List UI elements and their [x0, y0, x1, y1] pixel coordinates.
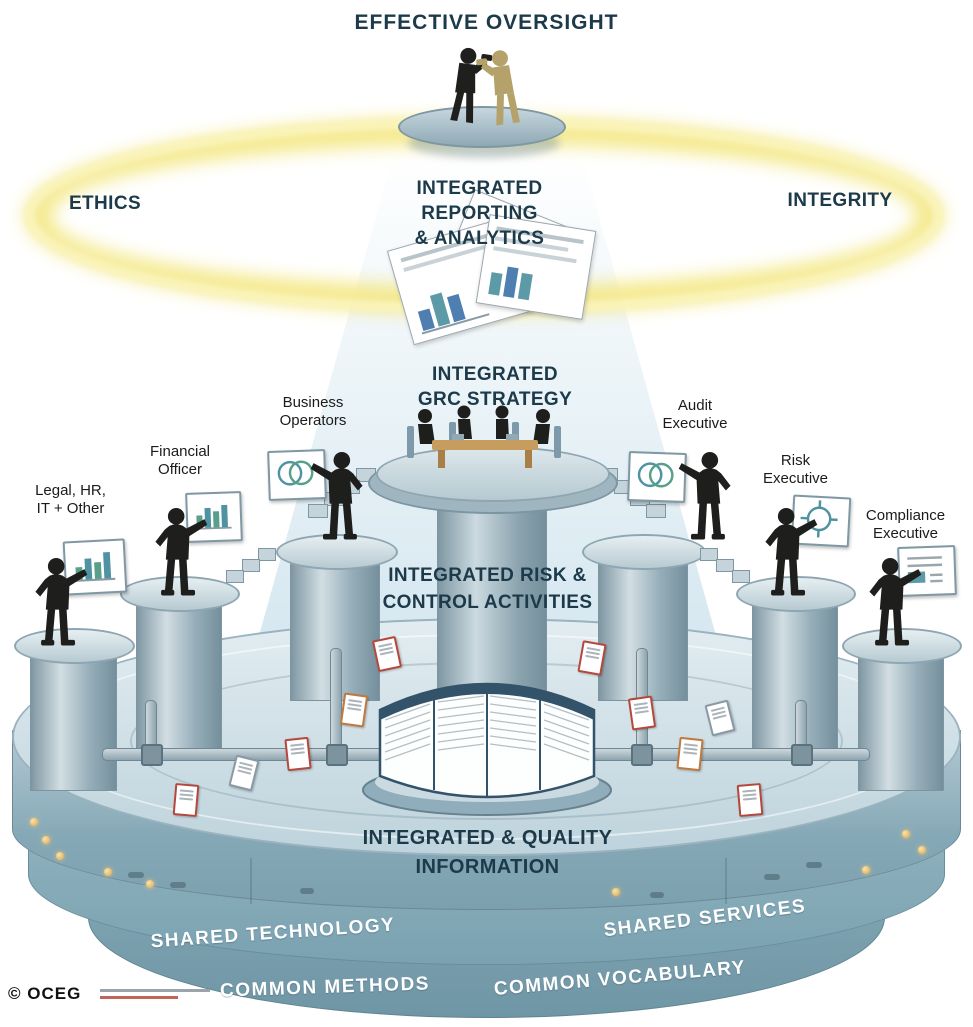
- role-label-line: Legal, HR,: [35, 482, 106, 499]
- role-label-line: Compliance: [865, 507, 946, 524]
- reporting-analytics-label: INTEGRATED REPORTING & ANALYTICS: [337, 176, 622, 251]
- led-indicator-icon: [56, 852, 64, 860]
- vent-slot: [764, 874, 780, 880]
- document-icon: [676, 736, 704, 772]
- role-label-line: Executive: [762, 470, 829, 488]
- oversight-figures-icon: [450, 47, 521, 126]
- role-label-line: Financial: [149, 443, 211, 460]
- pipe-junction: [791, 744, 813, 766]
- role-label-compliance: Compliance Executive: [848, 507, 963, 544]
- led-indicator-icon: [30, 818, 38, 826]
- led-indicator-icon: [146, 880, 154, 888]
- diagram-title: EFFECTIVE OVERSIGHT: [354, 11, 619, 34]
- person-presenter-icon: [674, 450, 740, 546]
- role-label-legal: Legal, HR, IT + Other: [18, 482, 123, 519]
- risk-control-line1: INTEGRATED RISK &: [388, 565, 587, 586]
- role-label-business: Business Operators: [258, 394, 368, 431]
- risk-control-label: INTEGRATED RISK & CONTROL ACTIVITIES: [330, 562, 645, 616]
- role-label-line: Audit: [677, 397, 713, 414]
- risk-control-line2: CONTROL ACTIVITIES: [382, 592, 593, 613]
- pillar-center: [437, 492, 547, 694]
- pipe-riser-business: [330, 648, 342, 754]
- stairs-risk: [700, 548, 752, 588]
- role-label-line: Executive: [872, 525, 939, 543]
- pillar-legal: [30, 645, 117, 791]
- oversight-platform: [398, 106, 566, 148]
- document-icon: [736, 783, 764, 817]
- grc-strategy-label: INTEGRATED GRC STRATEGY: [360, 362, 630, 412]
- role-label-financial: Financial Officer: [130, 443, 230, 480]
- strategy-platform-top: [376, 446, 610, 502]
- reporting-line1: INTEGRATED: [416, 178, 543, 199]
- pillar-compliance: [858, 645, 944, 791]
- venn-diagram-icon: [637, 462, 674, 488]
- vent-slot: [650, 892, 664, 898]
- footer: © OCEG: [8, 984, 288, 1020]
- ethics-label: ETHICS: [68, 193, 142, 214]
- person-presenter-icon: [756, 506, 822, 602]
- pillar-financial-top: [120, 576, 240, 612]
- led-indicator-icon: [918, 846, 926, 854]
- led-indicator-icon: [902, 830, 910, 838]
- role-label-line: Business: [282, 394, 344, 411]
- information-line2: INFORMATION: [415, 856, 560, 878]
- role-label-line: Operators: [279, 412, 347, 430]
- quality-information-label: INTEGRATED & QUALITY INFORMATION: [300, 824, 675, 882]
- audit-board: [627, 451, 687, 503]
- vent-slot: [806, 862, 822, 868]
- role-label-audit: Audit Executive: [645, 397, 745, 434]
- person-presenter-icon: [860, 556, 926, 652]
- document-icon: [627, 695, 657, 731]
- footer-fine-print: [100, 989, 220, 999]
- integrity-label: INTEGRITY: [787, 190, 893, 211]
- document-icon: [339, 692, 369, 728]
- role-label-line: IT + Other: [36, 500, 105, 518]
- information-line1: INTEGRATED & QUALITY: [362, 827, 613, 849]
- person-presenter-icon: [306, 450, 372, 546]
- oceg-logo: © OCEG: [8, 984, 82, 1003]
- led-indicator-icon: [862, 866, 870, 874]
- role-label-risk: Risk Executive: [748, 452, 843, 489]
- pipe-junction: [141, 744, 163, 766]
- vent-slot: [300, 888, 314, 894]
- pillar-compliance-top: [842, 628, 962, 664]
- reporting-line3: & ANALYTICS: [414, 228, 545, 249]
- wall-seam: [250, 858, 252, 904]
- wall-seam: [725, 858, 727, 904]
- person-presenter-icon: [26, 556, 92, 652]
- information-hub-panels-icon: [362, 682, 612, 816]
- venn-diagram-icon: [277, 460, 314, 486]
- reporting-line2: REPORTING: [421, 203, 538, 224]
- led-indicator-icon: [612, 888, 620, 896]
- role-label-line: Executive: [662, 415, 728, 433]
- business-board: [267, 449, 327, 501]
- pipe-junction: [631, 744, 653, 766]
- led-indicator-icon: [104, 868, 112, 876]
- vent-slot: [128, 872, 144, 878]
- document-icon: [172, 783, 200, 817]
- strategy-line2: GRC STRATEGY: [417, 389, 573, 410]
- pillar-legal-top: [14, 628, 135, 664]
- strategy-line1: INTEGRATED: [431, 364, 559, 385]
- role-label-line: Risk: [780, 452, 811, 469]
- meeting-table-with-people-icon: [407, 405, 561, 468]
- process-diagram-icon: [800, 500, 838, 538]
- role-label-line: Officer: [158, 461, 202, 479]
- person-presenter-icon: [146, 506, 212, 602]
- vent-slot: [170, 882, 186, 888]
- risk-board: [790, 494, 852, 548]
- document-icon: [284, 736, 312, 772]
- pillar-audit-top: [582, 534, 706, 570]
- stairs-financial: [222, 548, 276, 588]
- pipe-junction: [326, 744, 348, 766]
- led-indicator-icon: [42, 836, 50, 844]
